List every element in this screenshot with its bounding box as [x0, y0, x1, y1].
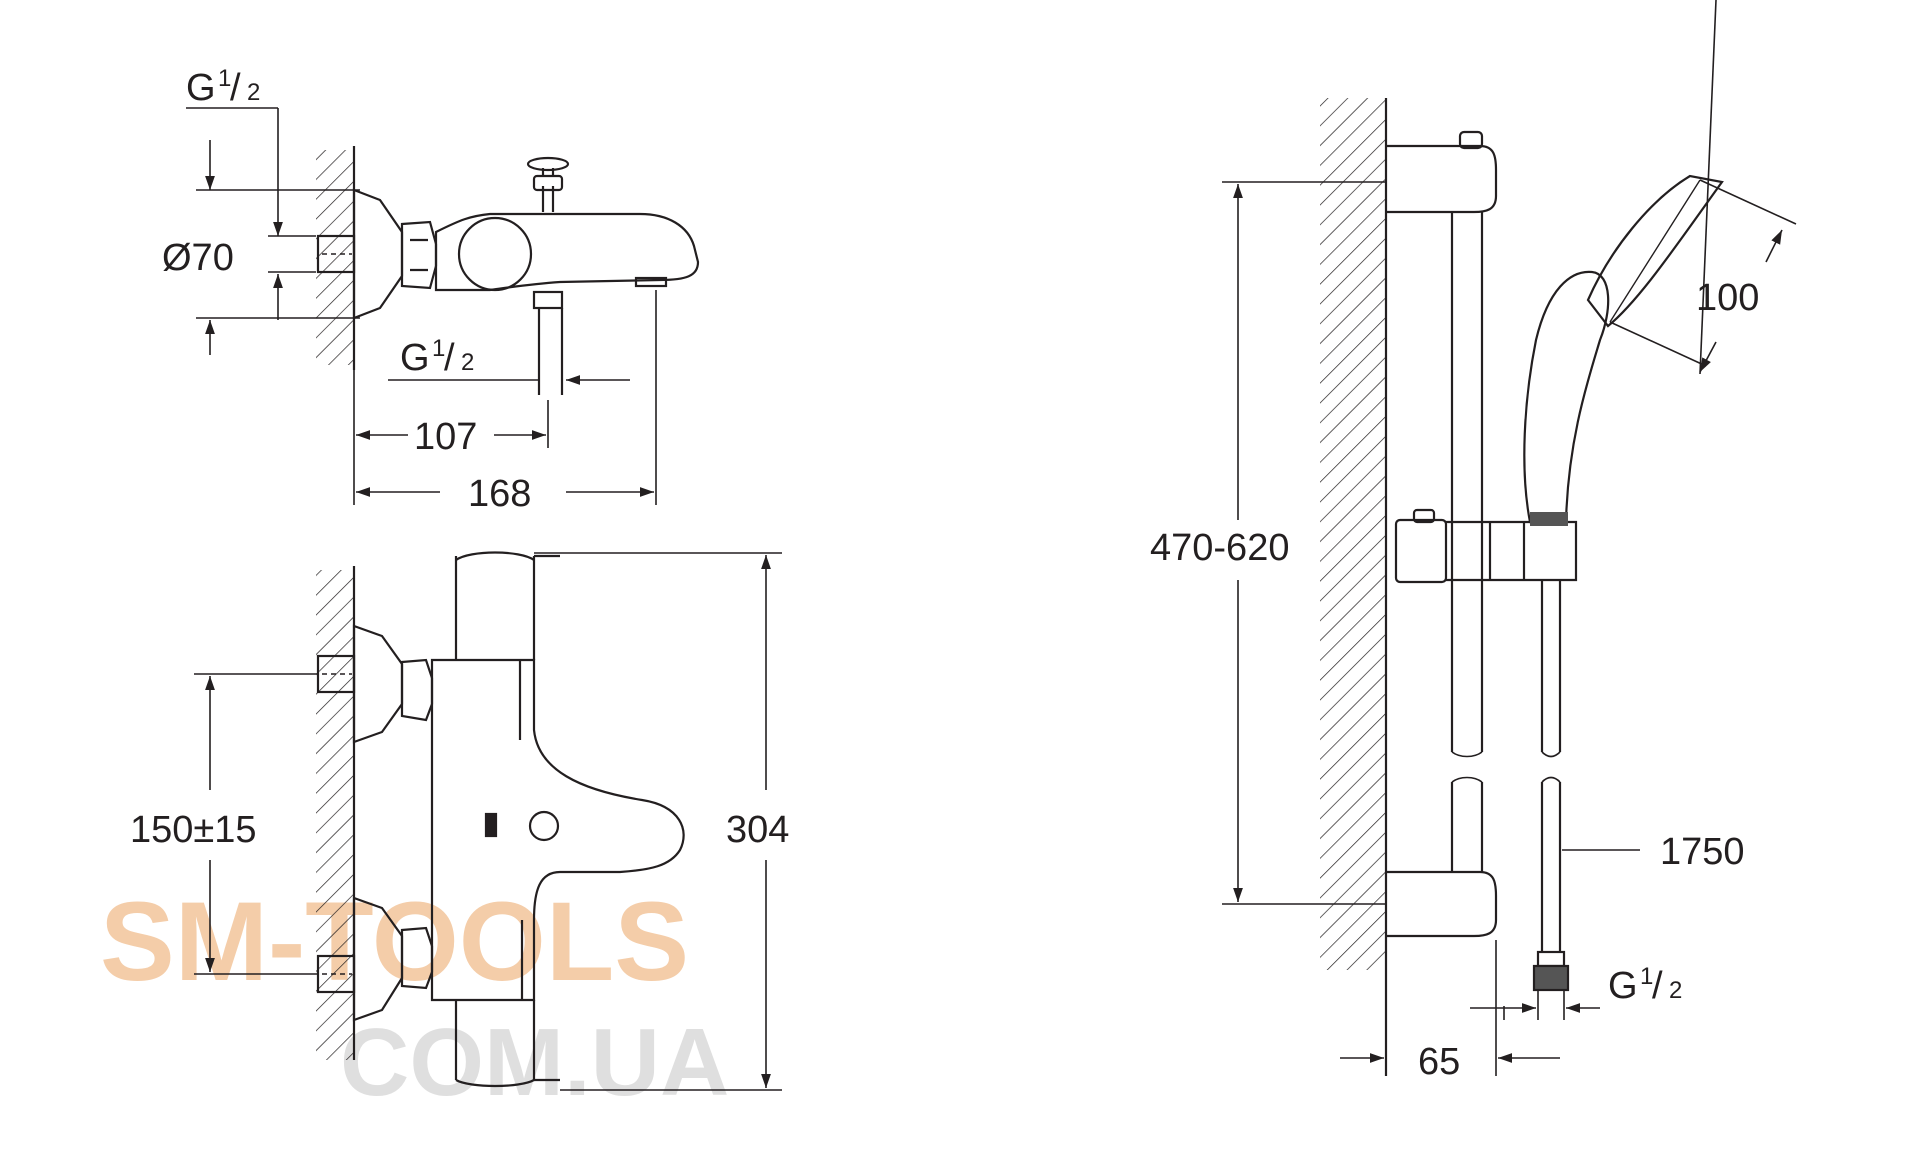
centres-label: 150±15 — [130, 809, 257, 851]
top-dimensions — [186, 107, 657, 505]
wall-flange-cone — [352, 188, 404, 320]
shower-set — [1320, 98, 1724, 1076]
shower-dimensions — [1222, 0, 1797, 1076]
outlet-thread-g: G — [400, 337, 430, 379]
hex-nut-top — [400, 220, 438, 290]
inlet-thread-den: 2 — [247, 79, 260, 106]
hose-cone-nut — [1536, 950, 1566, 968]
hose-length-label: 1750 — [1660, 831, 1745, 873]
top-dimension-labels: G 1 / 2 Ø70 G 1 / 2 107 168 — [162, 65, 531, 515]
bottom-bracket — [1386, 870, 1498, 938]
hose-knurled-nut — [1532, 964, 1570, 992]
hose-thread-num: 1 — [1640, 963, 1653, 990]
shower-dimension-labels: 470-620 100 1750 G 1 / 2 65 — [1150, 277, 1759, 1083]
front-dimensions — [194, 552, 782, 1091]
outlet-thread-num: 1 — [432, 335, 445, 362]
slider-holder — [1446, 520, 1578, 582]
upper-flange — [352, 624, 404, 744]
outlet-thread-den: 2 — [461, 349, 474, 376]
head-diameter-label: 100 — [1696, 277, 1759, 319]
wall-hatch-front — [316, 570, 354, 1060]
mixer-body-top — [434, 212, 700, 292]
diverter-button — [528, 810, 560, 842]
mixer-body-front — [430, 658, 685, 1002]
inlet-thread-g: G — [186, 67, 216, 109]
hand-shower-head — [1586, 174, 1724, 328]
svg-text:/: / — [444, 337, 455, 379]
thermostat-knob — [457, 216, 533, 292]
indicator-mark — [484, 812, 498, 838]
wall-offset-label: 65 — [1418, 1041, 1460, 1083]
hose-thread-den: 2 — [1669, 977, 1682, 1004]
rail-length-label: 470-620 — [1150, 527, 1289, 569]
mixer-front-view — [316, 551, 685, 1088]
dim-168-label: 168 — [468, 473, 531, 515]
hand-shower-handle — [1523, 270, 1610, 524]
dim-107-label: 107 — [414, 416, 477, 458]
hand-shower-grip-ring — [1530, 512, 1568, 526]
inlet-thread-num: 1 — [218, 65, 231, 92]
svg-text:/: / — [230, 67, 241, 109]
top-bracket — [1386, 144, 1498, 214]
wall-hatch-top — [316, 150, 354, 365]
slider-lock — [1394, 518, 1448, 584]
watermark-line1: SM-TOOLS — [100, 879, 689, 1004]
spout-outlet — [634, 276, 668, 288]
svg-text:/: / — [1652, 965, 1663, 1007]
bottom-outlet — [532, 290, 564, 310]
diameter-label: Ø70 — [162, 237, 234, 279]
hose-thread-g: G — [1608, 965, 1638, 1007]
mixer-top-view — [316, 146, 700, 395]
wall-hatch-shower — [1320, 98, 1386, 970]
height-label: 304 — [726, 809, 789, 851]
watermark: SM-TOOLS COM.UA — [100, 879, 729, 1116]
front-dimension-labels: 150±15 304 — [130, 809, 789, 851]
